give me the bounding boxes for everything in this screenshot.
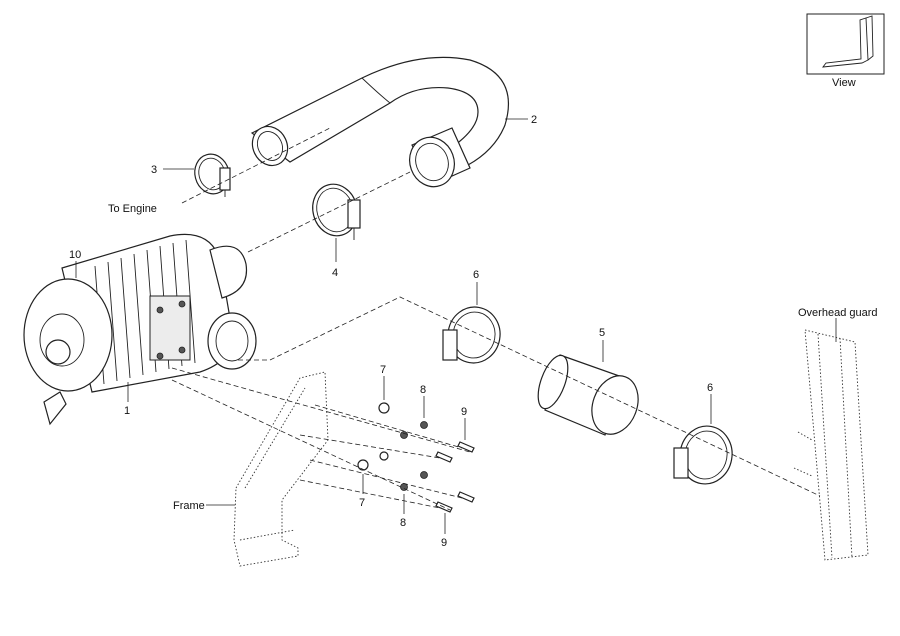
hose-5-end [591, 375, 639, 435]
intake-pipe-crease [361, 77, 391, 104]
frame-phantom-edges [239, 387, 306, 541]
dash-engine-to-pipe [181, 127, 331, 204]
view-label: View [832, 77, 856, 89]
intake-pipe-right-bore [415, 142, 449, 182]
nut-8b-1 [420, 471, 428, 479]
washer-7a-1 [378, 402, 390, 414]
leader-lines [75, 118, 837, 534]
air-cleaner-cap-nut [45, 339, 71, 365]
bolt-9 [435, 441, 475, 513]
callout-8-lower: 8 [400, 517, 406, 529]
callout-9-upper: 9 [461, 406, 467, 418]
connector-hose-5 [537, 354, 639, 436]
overhead-guard-phantom [804, 329, 869, 561]
callout-2: 2 [531, 114, 537, 126]
hose-clamp-3 [194, 153, 231, 197]
bolt-9a-2 [435, 451, 453, 463]
view-inset-fork-edge [865, 15, 874, 61]
hose-clamp-4 [312, 183, 361, 240]
overhead-guard-phantom-edges [793, 333, 853, 559]
callout-4: 4 [332, 267, 338, 279]
intake-pipe-body [250, 56, 509, 166]
callout-8-upper: 8 [420, 384, 426, 396]
hose-clamp-6-lower [673, 425, 733, 485]
bracket-bolt-4 [178, 346, 186, 354]
overhead-guard-label: Overhead guard [798, 307, 878, 319]
hose-5-far-end [537, 354, 569, 410]
callout-3: 3 [151, 164, 157, 176]
intake-pipe-left-end [251, 125, 289, 167]
callout-7-lower: 7 [359, 497, 365, 509]
clamp-6b-screw-housing [673, 447, 689, 479]
clamp-6a-screw-housing [442, 329, 458, 361]
bracket-bolt-3 [156, 352, 164, 360]
callout-numbers: 3 2 4 10 1 6 5 6 7 8 9 7 8 9 [69, 114, 713, 549]
air-cleaner-outlet-bore [215, 320, 249, 362]
callout-7-upper: 7 [380, 364, 386, 376]
assembly-lines [171, 127, 821, 511]
air-cleaner-end-cap [23, 278, 113, 392]
to-engine-label: To Engine [108, 203, 157, 215]
frame-label: Frame [173, 500, 205, 512]
view-inset-fork-shape [822, 17, 869, 68]
intake-pipe-left-bore [256, 131, 284, 161]
air-cleaner-cap-ring [39, 313, 85, 367]
view-inset-frame [806, 13, 885, 75]
air-cleaner-outlet-upper [209, 245, 248, 299]
bracket-bolt-2 [178, 300, 186, 308]
bolt-9b-1 [457, 491, 475, 503]
washer-7b-1 [357, 459, 369, 471]
hose-clamp-6-upper [442, 306, 501, 364]
air-cleaner-assembly [23, 233, 257, 426]
washer-7a-2 [379, 451, 389, 461]
callout-10: 10 [69, 249, 81, 261]
nut-8a-1 [420, 421, 428, 429]
frame-phantom-outline [233, 371, 329, 567]
intake-pipe [250, 56, 509, 188]
dash-frame-holes [299, 404, 463, 509]
callout-9-lower: 9 [441, 537, 447, 549]
nut-8a-2 [400, 431, 408, 439]
callout-5: 5 [599, 327, 605, 339]
dash-bracket-to-bolts [171, 367, 471, 511]
bolt-9a-1 [457, 441, 475, 453]
callout-6-upper: 6 [473, 269, 479, 281]
washer-7-upper [357, 402, 390, 471]
view-inset: View [806, 13, 885, 89]
callout-1: 1 [124, 405, 130, 417]
dust-valve [43, 391, 67, 426]
nut-8 [400, 421, 428, 491]
dash-outlet-to-guard [238, 296, 821, 497]
dash-cleaner-to-pipe [247, 171, 411, 253]
air-cleaner-outlet-lower [207, 312, 257, 370]
callout-6-lower: 6 [707, 382, 713, 394]
bracket-bolt-1 [156, 306, 164, 314]
clamp-4-screw-housing [347, 199, 361, 229]
